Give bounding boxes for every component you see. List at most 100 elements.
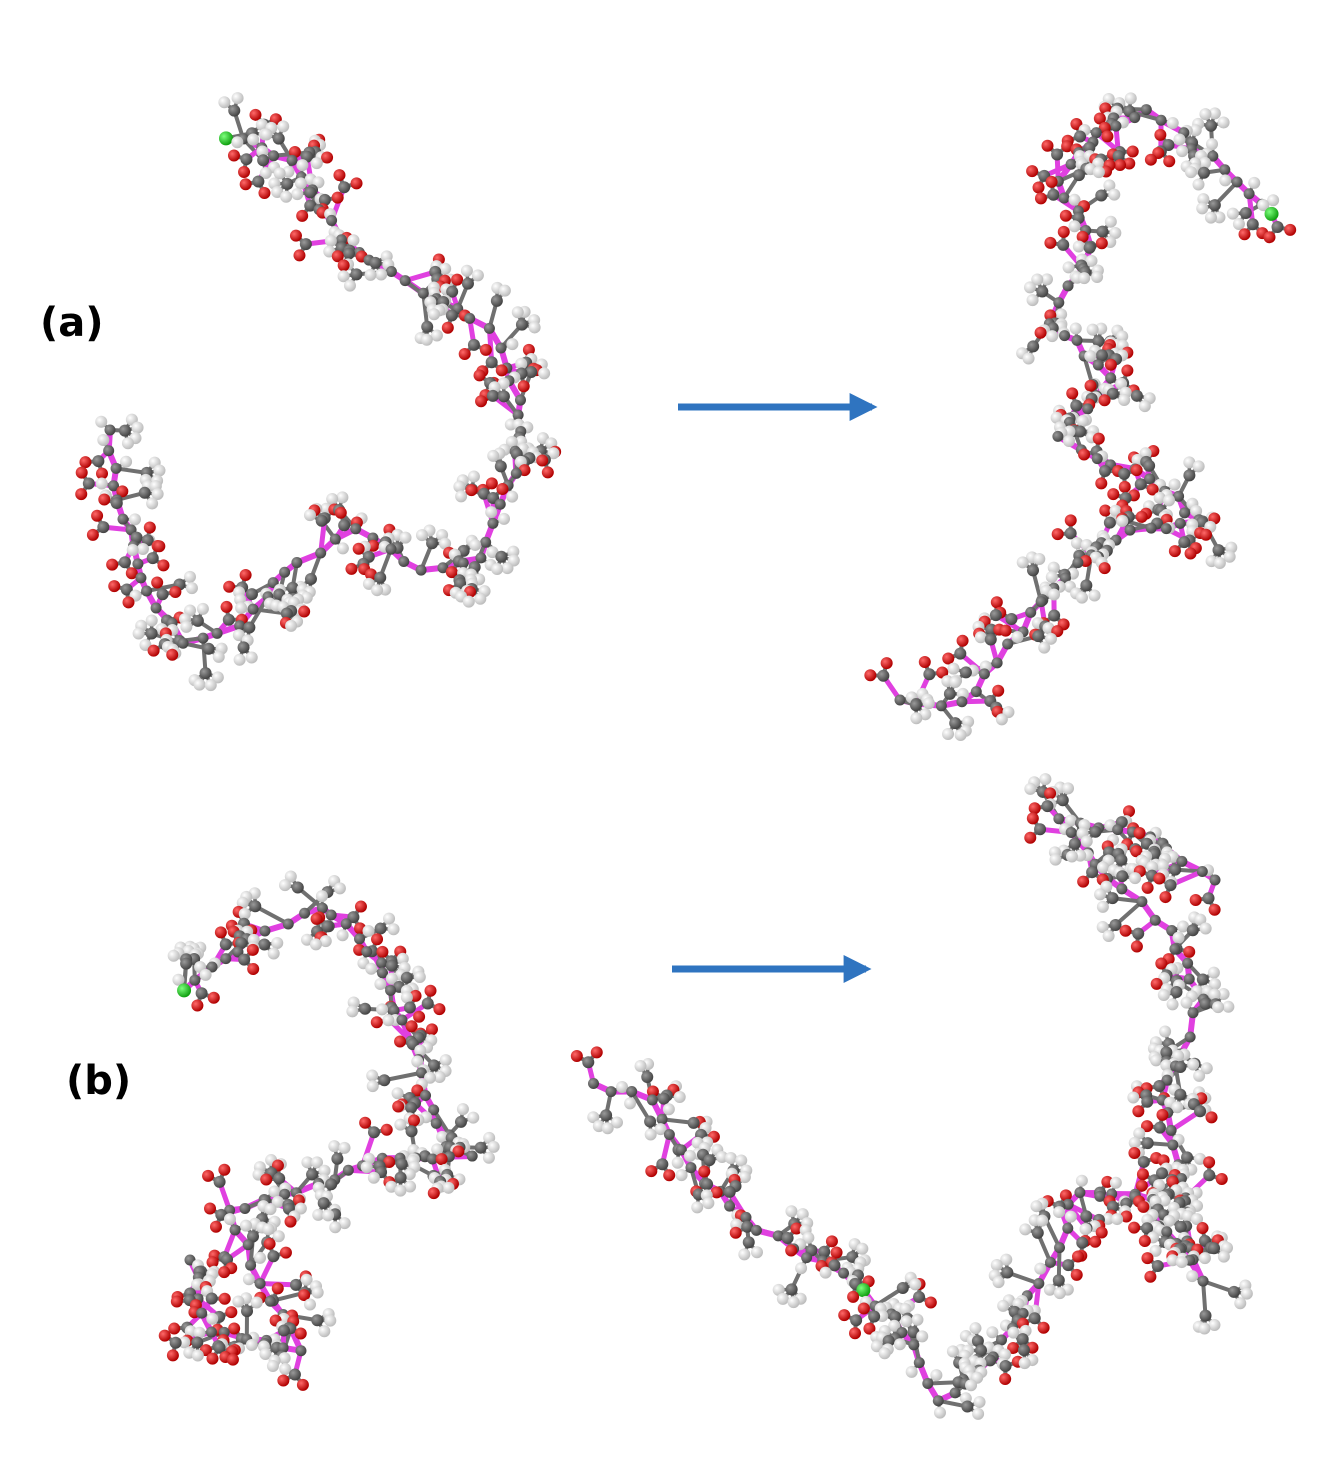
- oxygen-atom: [1061, 140, 1074, 153]
- carbon-atom: [1057, 238, 1070, 251]
- hydrogen-atom: [232, 629, 245, 642]
- carbon-atom: [92, 455, 105, 468]
- oxygen-atom: [999, 1372, 1012, 1385]
- oxygen-atom: [364, 568, 377, 581]
- hydrogen-atom: [183, 570, 196, 583]
- carbon-atom: [289, 1278, 302, 1291]
- oxygen-atom: [1051, 528, 1064, 541]
- carbon-atom: [311, 1314, 324, 1327]
- carbon-atom: [750, 1224, 762, 1236]
- carbon-atom: [495, 550, 508, 563]
- oxygen-atom: [1024, 831, 1037, 844]
- hydrogen-atom: [949, 676, 962, 689]
- hydrogen-atom: [1234, 1297, 1247, 1310]
- hydrogen-atom: [1141, 1213, 1154, 1226]
- oxygen-atom: [359, 1116, 372, 1129]
- hydrogen-atom: [301, 1156, 314, 1169]
- hydrogen-atom: [277, 120, 290, 133]
- hydrogen-atom: [1187, 1058, 1200, 1071]
- carbon-atom: [354, 933, 366, 945]
- carbon-atom: [361, 946, 373, 958]
- hydrogen-atom: [776, 1292, 789, 1305]
- carbon-atom: [288, 1368, 301, 1381]
- carbon-atom: [1179, 507, 1191, 519]
- carbon-atom: [605, 1086, 617, 1098]
- carbon-atom: [398, 556, 410, 568]
- carbon-atom: [273, 1172, 286, 1185]
- carbon-atom: [978, 668, 990, 680]
- oxygen-atom: [75, 488, 88, 501]
- carbon-atom: [1106, 387, 1119, 400]
- hydrogen-atom: [947, 662, 960, 675]
- carbon-atom: [1065, 826, 1077, 838]
- oxygen-atom: [1092, 432, 1105, 445]
- oxygen-atom: [1032, 181, 1045, 194]
- hydrogen-atom: [231, 92, 244, 105]
- carbon-atom: [740, 1211, 752, 1223]
- carbon-atom: [97, 521, 110, 534]
- molecule-b-before: [158, 870, 500, 1391]
- carbon-atom: [191, 614, 204, 627]
- hydrogen-atom: [1213, 556, 1226, 569]
- oxygen-atom: [1121, 364, 1134, 377]
- carbon-atom: [1115, 853, 1128, 866]
- carbon-atom: [1169, 863, 1182, 876]
- carbon-atom: [228, 104, 241, 117]
- carbon-atom: [657, 1092, 670, 1105]
- carbon-atom: [724, 1200, 736, 1212]
- hydrogen-atom: [1108, 188, 1121, 201]
- carbon-atom: [1186, 924, 1199, 937]
- carbon-atom: [291, 881, 304, 894]
- oxygen-atom: [452, 1145, 465, 1158]
- hydrogen-atom: [1173, 133, 1186, 146]
- hydrogen-atom: [336, 491, 349, 504]
- hydrogen-atom: [1045, 570, 1058, 583]
- carbon-atom: [394, 1171, 407, 1184]
- hydrogen-atom: [131, 421, 144, 434]
- hydrogen-atom: [974, 631, 987, 644]
- oxygen-atom: [376, 945, 389, 958]
- hydrogen-atom: [1149, 1244, 1162, 1257]
- oxygen-atom: [392, 1100, 405, 1113]
- carbon-atom: [1052, 430, 1064, 442]
- hydrogen-atom: [146, 497, 159, 510]
- hydrogen-atom: [311, 1286, 324, 1299]
- oxygen-atom: [536, 454, 549, 467]
- carbon-atom: [510, 467, 522, 479]
- oxygen-atom: [445, 566, 458, 579]
- hydrogen-atom: [644, 1128, 657, 1141]
- hydrogen-atom: [1138, 400, 1151, 413]
- hydrogen-atom: [455, 490, 468, 503]
- hydrogen-atom: [506, 490, 519, 503]
- carbon-atom: [1196, 865, 1208, 877]
- hydrogen-atom: [587, 1111, 600, 1124]
- hydrogen-atom: [634, 1059, 647, 1072]
- carbon-atom: [1105, 372, 1117, 384]
- hydrogen-atom: [1102, 1212, 1115, 1225]
- oxygen-atom: [936, 666, 949, 679]
- oxygen-atom: [246, 943, 259, 956]
- oxygen-atom: [352, 542, 365, 555]
- hydrogen-atom: [491, 562, 504, 575]
- carbon-atom: [1080, 1210, 1093, 1223]
- carbon-atom: [196, 1307, 208, 1319]
- hydrogen-atom: [1055, 308, 1068, 321]
- carbon-atom: [889, 1310, 902, 1323]
- hydrogen-atom: [515, 357, 528, 370]
- oxygen-atom: [289, 229, 302, 242]
- hydrogen-atom: [1033, 552, 1046, 565]
- hydrogen-atom: [385, 972, 398, 985]
- hydrogen-atom: [439, 1054, 452, 1067]
- hydrogen-atom: [1168, 478, 1181, 491]
- carbon-atom: [685, 1162, 697, 1174]
- carbon-atom: [427, 1059, 440, 1072]
- hydrogen-atom: [942, 728, 955, 741]
- carbon-atom: [1082, 403, 1094, 415]
- hydrogen-atom: [247, 133, 260, 146]
- hydrogen-atom: [1039, 773, 1052, 786]
- hydrogen-atom: [196, 602, 209, 615]
- carbon-atom: [430, 1117, 442, 1129]
- carbon-atom: [1086, 866, 1099, 879]
- carbon-atom: [118, 556, 131, 569]
- oxygen-atom: [86, 528, 99, 541]
